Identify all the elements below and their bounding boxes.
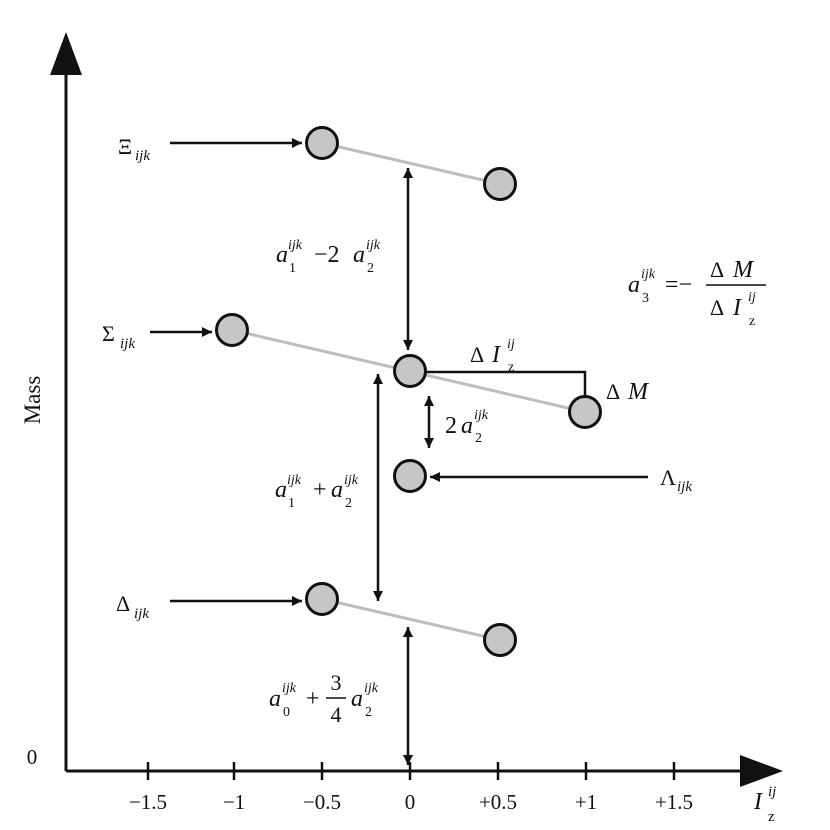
sigma-node xyxy=(393,354,427,388)
formula-superscript: ijk xyxy=(474,408,489,423)
x-axis-ticks xyxy=(146,762,676,780)
x-axis-label-main: I xyxy=(753,789,763,815)
formula-subscript: 3 xyxy=(642,291,649,306)
formula-symbol: M xyxy=(627,379,650,405)
sigma-subscript: ijk xyxy=(120,336,135,352)
y-axis-arrowhead xyxy=(50,32,82,75)
x-axis-label-sub: z xyxy=(768,809,775,825)
formula-subscript: z xyxy=(749,314,755,329)
formula-symbol: a xyxy=(269,686,281,712)
formula-delta: Δ xyxy=(710,257,724,282)
formula-coefficient: 2 xyxy=(445,413,457,439)
gap-arrows xyxy=(373,168,434,765)
xi-node xyxy=(305,126,339,160)
formula-operator: + xyxy=(306,686,320,712)
formula-a3: a ijk 3 =− Δ M Δ I ij z xyxy=(628,257,766,329)
slope-bracket xyxy=(424,370,587,396)
formula-subscript: 0 xyxy=(283,705,290,720)
lambda-label: Λ ijk xyxy=(660,465,692,495)
formula-superscript: ijk xyxy=(282,681,297,696)
x-tick-label: +1.5 xyxy=(655,790,693,814)
xi-subscript: ijk xyxy=(135,148,150,164)
formula-symbol: a xyxy=(275,477,287,503)
origin-label: 0 xyxy=(27,745,38,769)
x-tick-label: −1 xyxy=(223,790,245,814)
xi-link xyxy=(321,141,501,186)
delta-node xyxy=(305,582,339,616)
formula-operator: =− xyxy=(665,272,692,298)
sigma-node xyxy=(215,313,249,347)
x-tick-labels: −1.5 −1 −0.5 0 +0.5 +1 +1.5 xyxy=(129,790,693,814)
formula-superscript: ij xyxy=(748,290,756,305)
formula-superscript: ijk xyxy=(366,238,381,253)
lambda-node xyxy=(393,459,427,493)
formula-superscript: ijk xyxy=(288,238,303,253)
lambda-symbol: Λ xyxy=(660,465,676,490)
delta-label: Δ ijk xyxy=(116,591,149,622)
x-tick-label: 0 xyxy=(405,790,416,814)
xi-label: Ξ ijk xyxy=(118,134,150,164)
formula-symbol: I xyxy=(491,342,501,368)
x-axis-arrowhead xyxy=(740,755,783,787)
x-tick-label: +0.5 xyxy=(479,790,517,814)
x-axis-label-sup: ij xyxy=(768,784,776,800)
formula-a1-minus-2a2: a ijk 1 −2 a ijk 2 xyxy=(276,238,381,276)
x-tick-label: −1.5 xyxy=(129,790,167,814)
formula-symbol: a xyxy=(276,242,288,268)
formula-symbol: I xyxy=(732,295,742,321)
state-nodes xyxy=(215,126,602,657)
formula-symbol: a xyxy=(628,272,640,298)
formula-symbol: a xyxy=(461,413,473,439)
sigma-label: Σ ijk xyxy=(102,321,135,352)
x-tick-label: −0.5 xyxy=(303,790,341,814)
formula-delta-iz: Δ I ij z xyxy=(470,337,515,375)
formula-fraction-numerator: 3 xyxy=(331,670,342,695)
sigma-node xyxy=(568,395,602,429)
sigma-symbol: Σ xyxy=(102,321,115,346)
axes: −1.5 −1 −0.5 0 +0.5 +1 +1.5 0 Mass I ij … xyxy=(20,32,783,825)
formula-subscript: 2 xyxy=(365,705,372,720)
formula-subscript: z xyxy=(508,360,514,375)
formula-superscript: ijk xyxy=(641,267,656,282)
lambda-subscript: ijk xyxy=(677,479,692,495)
formula-subscript: 2 xyxy=(475,431,482,446)
delta-subscript: ijk xyxy=(134,606,149,622)
formula-superscript: ijk xyxy=(364,681,379,696)
level-labels: Ξ ijk Σ ijk Δ ijk Λ ijk xyxy=(102,134,692,622)
formula-symbol: a xyxy=(353,242,365,268)
formula-superscript: ijk xyxy=(287,473,302,488)
delta-symbol: Δ xyxy=(116,591,130,616)
x-tick-label: +1 xyxy=(575,790,597,814)
formula-superscript: ijk xyxy=(344,473,359,488)
slope-bracket-line xyxy=(424,370,587,396)
formula-a1-plus-a2: a ijk 1 + a ijk 2 xyxy=(275,473,359,511)
formula-subscript: 1 xyxy=(288,496,295,511)
formula-symbol: M xyxy=(732,257,755,283)
pointer-arrows xyxy=(150,138,648,606)
formula-2a2: 2 a ijk 2 xyxy=(445,408,489,446)
formula-operator: −2 xyxy=(314,242,340,268)
x-axis-label: I ij z xyxy=(753,784,776,825)
delta-link xyxy=(321,597,501,642)
xi-symbol: Ξ xyxy=(118,134,132,159)
formula-delta: Δ xyxy=(710,295,724,320)
formula-fraction-denominator: 4 xyxy=(331,702,342,727)
delta-node xyxy=(483,623,517,657)
formula-symbol: a xyxy=(351,686,363,712)
formula-operator: + xyxy=(313,477,327,503)
formula-subscript: 1 xyxy=(289,261,296,276)
formula-superscript: ij xyxy=(507,337,515,352)
formula-symbol: a xyxy=(331,477,343,503)
formula-delta: Δ xyxy=(470,342,484,367)
formula-a0: a ijk 0 + 3 4 a ijk 2 xyxy=(269,670,379,727)
formula-subscript: 2 xyxy=(345,496,352,511)
formula-delta-m: Δ M xyxy=(606,379,650,405)
xi-node xyxy=(483,167,517,201)
formula-delta: Δ xyxy=(606,379,620,404)
y-axis-label: Mass xyxy=(20,376,45,425)
formula-subscript: 2 xyxy=(367,261,374,276)
